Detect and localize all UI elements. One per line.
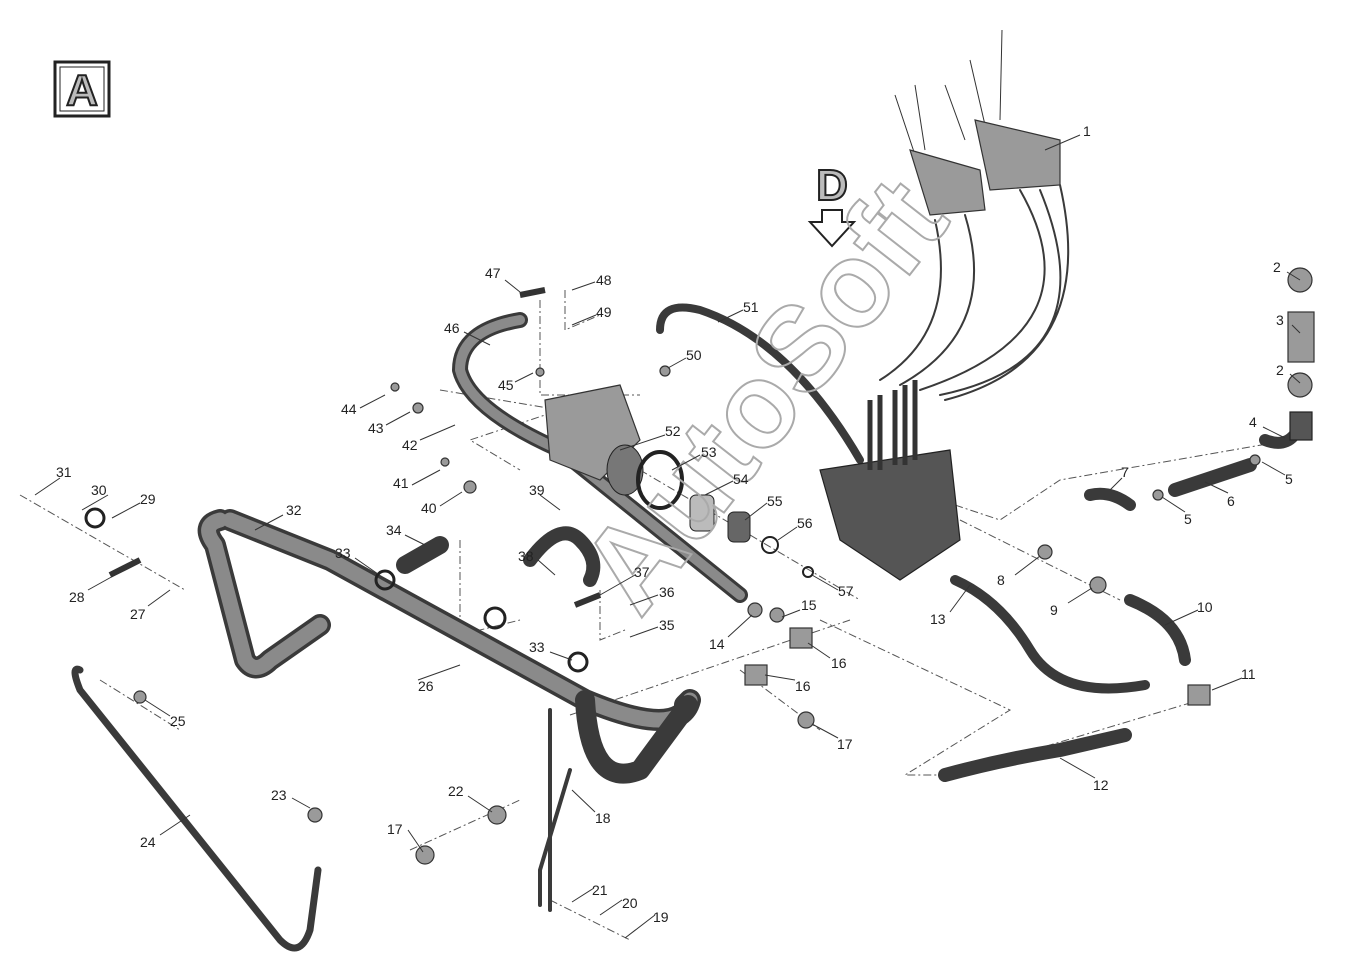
callout-56: 56 (797, 515, 813, 531)
callout-25: 25 (170, 713, 186, 729)
callout-32: 32 (286, 502, 302, 518)
callout-20: 20 (622, 895, 638, 911)
callout-11: 11 (1241, 666, 1256, 682)
callout-9: 9 (1050, 602, 1058, 618)
fittings (84, 267, 1315, 865)
callout-18: 18 (595, 810, 611, 826)
callout-37: 37 (634, 564, 650, 580)
callout-17: 17 (387, 821, 403, 837)
callout-5: 5 (1184, 511, 1192, 527)
svg-text:D: D (816, 161, 848, 210)
callout-40: 40 (421, 500, 437, 516)
callout-21: 21 (592, 882, 608, 898)
callout-33: 33 (529, 639, 545, 655)
callout-34: 34 (386, 522, 402, 538)
callout-16: 16 (831, 655, 847, 671)
callout-46: 46 (444, 320, 460, 336)
callout-33: 33 (335, 545, 351, 561)
callout-54: 54 (733, 471, 749, 487)
callout-12: 12 (1093, 777, 1109, 793)
callout-2: 2 (1273, 259, 1281, 275)
callout-15: 15 (801, 597, 817, 613)
callout-2: 2 (1276, 362, 1284, 378)
callout-44: 44 (341, 401, 357, 417)
callout-42: 42 (402, 437, 418, 453)
callout-8: 8 (997, 572, 1005, 588)
callout-53: 53 (701, 444, 717, 460)
direction-arrow-d: D (807, 160, 857, 248)
callout-39: 39 (529, 482, 545, 498)
callout-26: 26 (418, 678, 434, 694)
callout-23: 23 (271, 787, 287, 803)
callout-6: 6 (1227, 493, 1235, 509)
callout-13: 13 (930, 611, 946, 627)
callout-24: 24 (140, 834, 156, 850)
callout-10: 10 (1197, 599, 1213, 615)
hydraulic-pump (544, 384, 751, 543)
callout-3: 3 (1276, 312, 1284, 328)
callout-1: 1 (1083, 123, 1091, 139)
control-valve-levers (819, 29, 1070, 581)
callout-28: 28 (69, 589, 85, 605)
callout-29: 29 (140, 491, 156, 507)
callout-19: 19 (653, 909, 669, 925)
callout-51: 51 (743, 299, 759, 315)
callout-4: 4 (1249, 414, 1257, 430)
callout-48: 48 (596, 272, 612, 288)
callout-45: 45 (498, 377, 514, 393)
callout-31: 31 (56, 464, 72, 480)
callout-38: 38 (518, 548, 534, 564)
callout-35: 35 (659, 617, 675, 633)
callout-5: 5 (1285, 471, 1293, 487)
callout-49: 49 (596, 304, 612, 320)
callout-16: 16 (795, 678, 811, 694)
callout-47: 47 (485, 265, 501, 281)
callout-7: 7 (1121, 464, 1129, 480)
callout-labels: 1 2 3 2 4 5 5 6 7 8 9 10 11 12 13 14 15 … (56, 123, 1293, 925)
callout-leaders (34, 134, 1301, 939)
callout-52: 52 (665, 423, 681, 439)
callout-50: 50 (686, 347, 702, 363)
callout-22: 22 (448, 783, 464, 799)
callout-36: 36 (659, 584, 675, 600)
callout-14: 14 (709, 636, 725, 652)
callout-27: 27 (130, 606, 146, 622)
callout-41: 41 (393, 475, 409, 491)
callout-55: 55 (767, 493, 783, 509)
callout-17: 17 (837, 736, 853, 752)
callout-30: 30 (91, 482, 107, 498)
callout-43: 43 (368, 420, 384, 436)
view-badge-a: A (53, 60, 111, 118)
svg-text:A: A (66, 66, 98, 115)
callout-57: 57 (838, 583, 854, 599)
